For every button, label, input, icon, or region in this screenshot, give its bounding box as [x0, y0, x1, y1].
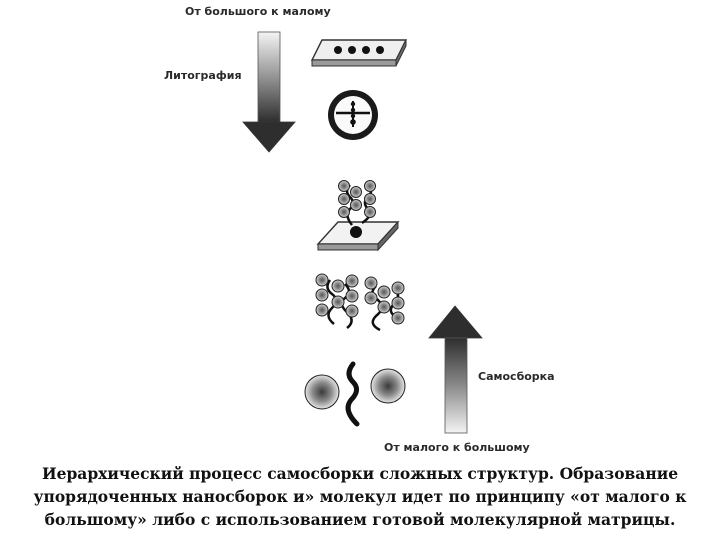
bottom-label: От малого к большому [384, 441, 530, 454]
afm-tip-icon [328, 90, 378, 140]
lithography-label: Литография [164, 69, 242, 82]
top-label: От большого к малому [185, 5, 331, 18]
building-blocks-icon [304, 361, 406, 427]
caption-line-2: упорядоченных наносборок и» молекул идет… [33, 487, 687, 506]
down-arrow-icon [242, 31, 296, 153]
chip-icon [310, 39, 408, 67]
hierarchy-diagram [242, 31, 483, 434]
nanoassembly-right-icon [364, 276, 405, 332]
caption-line-3: большому» либо с использованием готовой … [44, 510, 676, 529]
self-assembly-label: Самосборка [478, 370, 555, 383]
nanoassembly-left-icon [315, 273, 359, 329]
up-arrow-icon [428, 305, 483, 434]
figure-caption: Иерархический процесс самосборки сложных… [18, 462, 702, 531]
caption-line-1: Иерархический процесс самосборки сложных… [41, 464, 679, 483]
surface-assembly-icon [316, 180, 400, 252]
